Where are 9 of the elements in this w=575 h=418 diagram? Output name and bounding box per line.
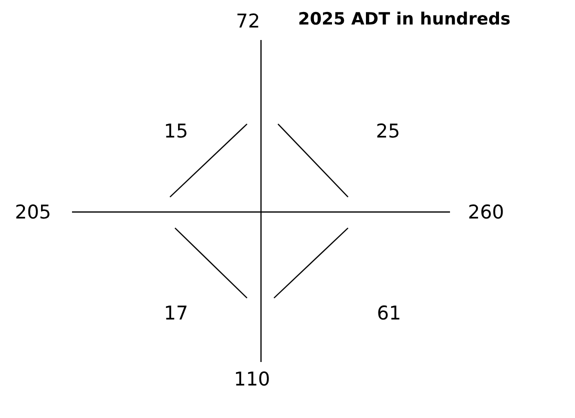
volume-label: 61 <box>376 304 402 324</box>
volume-label: 72 <box>236 12 260 32</box>
volume-label: 110 <box>234 370 270 390</box>
volume-label: 17 <box>164 304 188 324</box>
volume-label: 25 <box>376 122 400 142</box>
volume-label: 260 <box>468 204 504 222</box>
volume-label: 15 <box>164 122 188 142</box>
note-text: 2025 ADT in hundreds <box>298 12 511 28</box>
volume-label: 205 <box>14 204 52 222</box>
